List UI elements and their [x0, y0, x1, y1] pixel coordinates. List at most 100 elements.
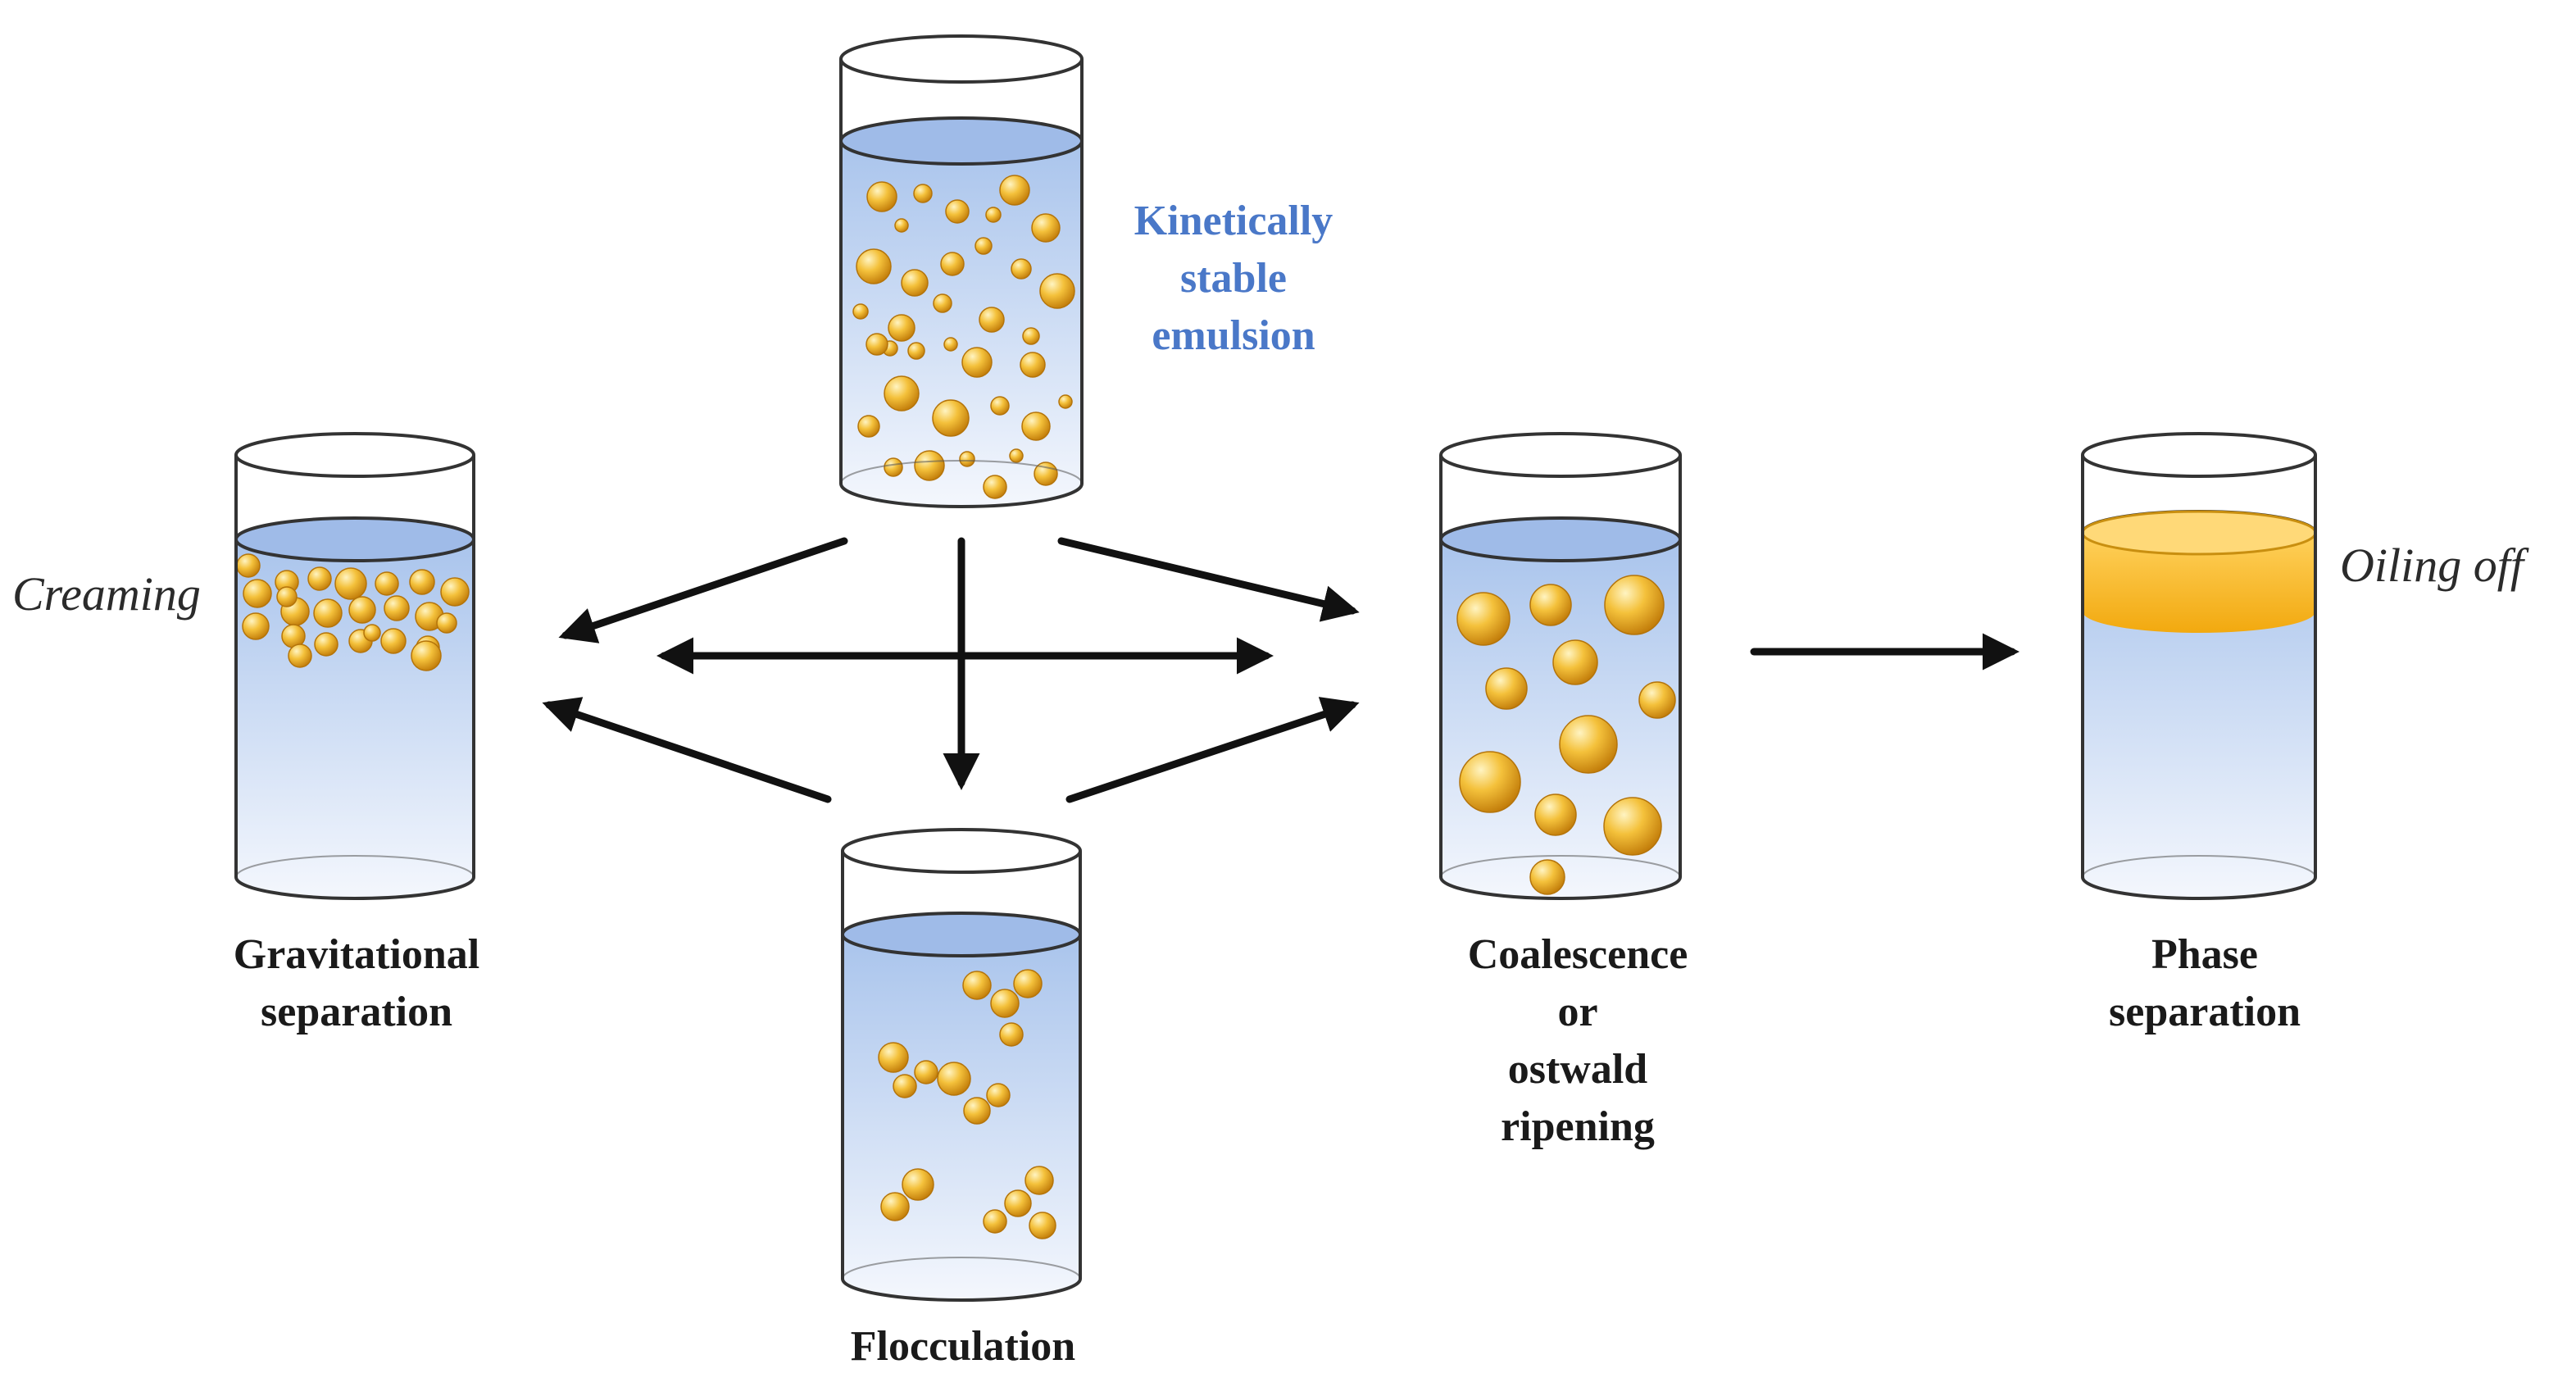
- oil-layer: [2083, 533, 2315, 633]
- beaker-stable-emulsion: [839, 34, 1084, 508]
- oil-droplet: [856, 248, 892, 284]
- oil-droplet: [880, 1192, 910, 1221]
- oil-droplet: [1039, 273, 1075, 309]
- oil-droplet: [990, 396, 1010, 416]
- oil-droplet: [1024, 1166, 1054, 1195]
- label-line: separation: [2109, 989, 2301, 1035]
- oil-droplet: [979, 307, 1005, 333]
- water-surface: [1439, 516, 1682, 562]
- oil-droplet: [1022, 327, 1040, 345]
- beaker-rim: [839, 34, 1084, 84]
- oil-droplet: [380, 628, 407, 654]
- label-line: or: [1557, 989, 1598, 1035]
- label-gravitational-separation: Gravitational separation: [193, 926, 520, 1041]
- label-line: Coalescence: [1467, 931, 1688, 978]
- oil-droplet: [893, 1074, 917, 1098]
- oil-droplet: [411, 640, 442, 671]
- oil-droplet: [959, 451, 975, 467]
- beaker-bottom-back: [1440, 855, 1681, 878]
- label-line: Phase: [2151, 931, 2258, 978]
- arrow-stable-to-coalescence: [1057, 537, 1360, 622]
- oil-droplet: [963, 1097, 991, 1125]
- oil-droplet: [983, 475, 1007, 499]
- beaker-rim: [841, 828, 1082, 874]
- oil-droplet: [236, 553, 261, 578]
- label-line: Gravitational: [233, 931, 480, 978]
- oil-droplet: [1031, 213, 1061, 243]
- beaker-bottom-back: [842, 1257, 1081, 1280]
- oil-droplet: [1559, 715, 1618, 774]
- oil-droplet: [1529, 584, 1572, 626]
- oil-droplet: [1604, 575, 1665, 635]
- oil-droplet: [907, 342, 925, 360]
- oil-droplet: [1021, 412, 1051, 441]
- oil-droplet: [933, 293, 952, 313]
- oil-droplet: [999, 1022, 1024, 1047]
- oil-droplet: [1013, 969, 1043, 998]
- beaker-flocculation: [841, 828, 1082, 1302]
- oil-droplet: [857, 415, 880, 438]
- oil-droplet: [1011, 258, 1032, 280]
- oil-droplet: [307, 566, 332, 591]
- label-flocculation: Flocculation: [850, 1323, 1076, 1370]
- beaker-rim: [2081, 432, 2317, 478]
- oil-droplet: [436, 612, 457, 634]
- beaker-coalescence: [1439, 432, 1682, 900]
- water-surface: [841, 912, 1082, 957]
- water-surface: [839, 116, 1084, 166]
- oil-droplet: [999, 175, 1030, 206]
- beaker-bottom-back: [2082, 855, 2316, 878]
- oil-droplet: [884, 457, 903, 477]
- beaker-bottom: [841, 1278, 1082, 1302]
- oil-droplet: [348, 596, 376, 624]
- oil-droplet: [375, 571, 399, 596]
- beaker-bottom: [1439, 876, 1682, 900]
- oil-droplet: [985, 207, 1002, 223]
- oil-droplet: [914, 450, 945, 481]
- beaker-gravitational-separation: [234, 432, 475, 900]
- oil-droplet: [1029, 1212, 1056, 1239]
- oil-droplet: [1603, 797, 1662, 856]
- beaker-bottom-back: [235, 855, 475, 878]
- arrow-floc-to-coalescence: [1065, 697, 1360, 803]
- oil-droplet: [409, 569, 435, 595]
- oil-droplet: [313, 598, 343, 628]
- oil-droplet: [384, 595, 410, 621]
- beaker-phase-separation: [2081, 432, 2317, 900]
- beaker-bottom: [234, 876, 475, 900]
- oil-droplet: [975, 237, 993, 255]
- water-surface: [234, 516, 475, 562]
- label-stable-emulsion: Kinetically stable emulsion: [1098, 193, 1369, 365]
- oil-droplet: [440, 577, 470, 607]
- label-creaming: Creaming: [12, 567, 201, 621]
- oil-droplet: [902, 1168, 934, 1201]
- oil-droplet: [1534, 793, 1577, 836]
- oil-droplet: [888, 314, 915, 342]
- oil-droplet: [937, 1062, 971, 1096]
- oil-droplet: [1552, 639, 1598, 685]
- label-line: stable: [1180, 255, 1287, 302]
- label-line: emulsion: [1152, 312, 1315, 359]
- oil-droplet: [913, 184, 933, 203]
- oil-droplet: [1638, 681, 1676, 719]
- beaker-bottom: [2081, 876, 2317, 900]
- oil-droplet: [962, 971, 992, 1000]
- oil-droplet: [288, 643, 312, 668]
- oil-droplet: [878, 1042, 909, 1073]
- oil-droplet: [314, 632, 338, 657]
- oil-droplet: [884, 375, 920, 412]
- label-line: ripening: [1501, 1103, 1655, 1150]
- oil-droplet: [1020, 352, 1046, 378]
- oil-droplet: [242, 612, 270, 640]
- oil-droplet: [865, 333, 888, 356]
- label-phase-separation: Phase separation: [2041, 926, 2369, 1041]
- beaker-bottom: [839, 483, 1084, 508]
- oil-droplet: [901, 269, 929, 297]
- oil-droplet: [276, 586, 298, 607]
- oil-droplet: [243, 579, 272, 608]
- oil-droplet: [945, 199, 970, 224]
- oil-droplet: [990, 989, 1020, 1018]
- oil-droplet: [914, 1060, 938, 1085]
- oil-droplet: [1485, 667, 1528, 710]
